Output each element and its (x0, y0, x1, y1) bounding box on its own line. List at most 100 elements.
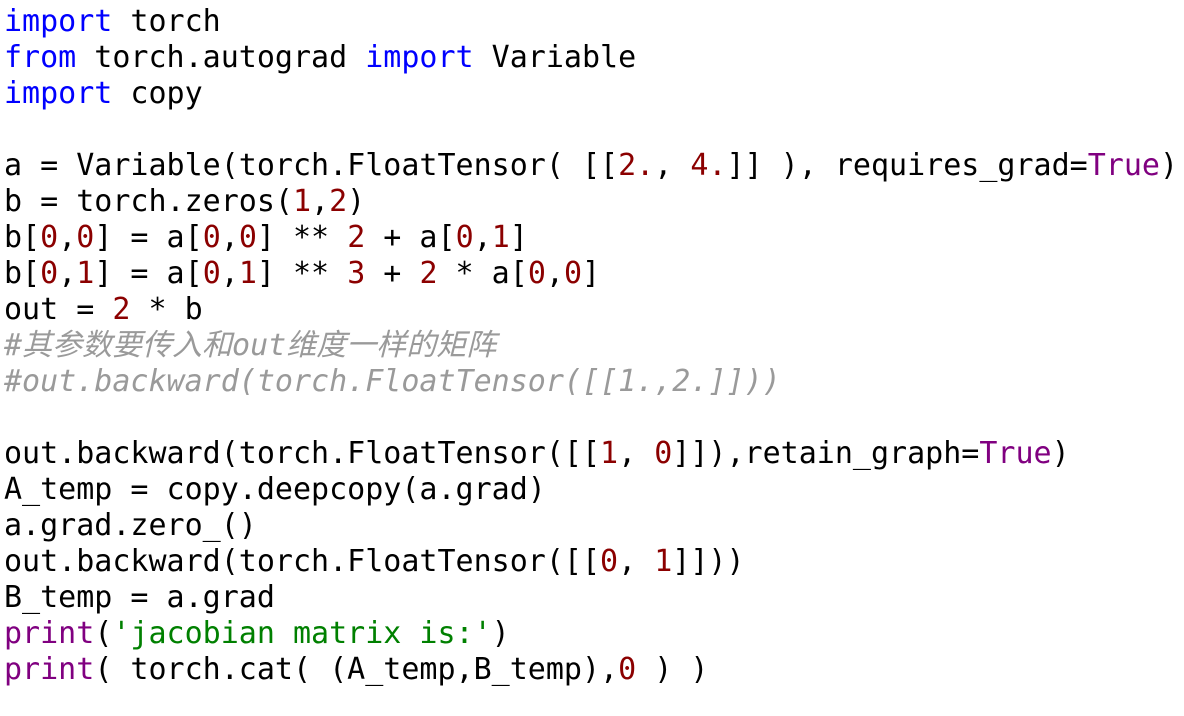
code-token: out.backward(torch.FloatTensor([[ (4, 544, 601, 579)
code-token: , (220, 256, 239, 291)
code-token: torch.autograd (76, 40, 366, 75)
number-token: 0 (455, 220, 474, 255)
code-token: ]])) (672, 544, 745, 579)
code-token: , (311, 184, 330, 219)
code-token: b[ (4, 220, 41, 255)
number-token: 0 (563, 256, 582, 291)
number-token: 2 (112, 292, 131, 327)
code-line[interactable]: a.grad.zero_() (4, 508, 1184, 544)
code-line[interactable]: a = Variable(torch.FloatTensor( [[2., 4.… (4, 148, 1184, 184)
number-token: 0 (600, 544, 619, 579)
code-token: , (545, 256, 564, 291)
code-token: ) (1159, 148, 1179, 183)
number-token: 1 (654, 544, 673, 579)
code-token: * b (130, 292, 203, 327)
number-token: 0 (202, 220, 221, 255)
keyword-token: import (365, 40, 474, 75)
code-line[interactable]: import torch (4, 4, 1184, 40)
code-token: ) (1051, 436, 1070, 471)
builtin-token: True (979, 436, 1052, 471)
code-line[interactable]: from torch.autograd import Variable (4, 40, 1184, 76)
number-token: 0 (238, 220, 257, 255)
code-token: Variable (473, 40, 637, 75)
number-token: 0 (618, 652, 637, 687)
builtin-token: print (4, 616, 95, 651)
number-token: 0 (40, 256, 59, 291)
number-token: 1 (292, 184, 312, 219)
keyword-token: from (4, 40, 77, 75)
number-token: 1 (491, 220, 510, 255)
code-token: , (618, 436, 655, 471)
code-token: out.backward(torch.FloatTensor([[ (4, 436, 601, 471)
number-token: 0 (76, 220, 95, 255)
number-token: 0 (654, 436, 673, 471)
number-token: 2. (618, 148, 655, 183)
number-token: 1 (76, 256, 95, 291)
code-token: , (58, 256, 77, 291)
code-token: ) ) (636, 652, 709, 687)
comment-token: #其参数要传入和out维度一样的矩阵 (4, 328, 497, 363)
code-line[interactable]: #其参数要传入和out维度一样的矩阵 (4, 328, 1184, 364)
builtin-token: print (4, 652, 95, 687)
code-line[interactable]: A_temp = copy.deepcopy(a.grad) (4, 472, 1184, 508)
code-line[interactable]: out = 2 * b (4, 292, 1184, 328)
code-line[interactable]: print('jacobian matrix is:') (4, 616, 1184, 652)
code-token: ]] ), requires_grad= (726, 148, 1088, 183)
code-line[interactable]: b[0,0] = a[0,0] ** 2 + a[0,1] (4, 220, 1184, 256)
code-token: ]]),retain_graph= (672, 436, 980, 471)
code-line[interactable]: print( torch.cat( (A_temp,B_temp),0 ) ) (4, 652, 1184, 688)
code-token: A_temp = copy.deepcopy(a.grad) (4, 472, 546, 507)
code-token: + a[ (365, 220, 456, 255)
builtin-token: True (1087, 148, 1160, 183)
code-token: ( torch.cat( (A_temp,B_temp), (94, 652, 619, 687)
number-token: 1 (600, 436, 619, 471)
code-line[interactable]: b = torch.zeros(1,2) (4, 184, 1184, 220)
code-token: , (473, 220, 492, 255)
code-token: ] ** (256, 256, 348, 291)
code-token: a.grad.zero_() (4, 508, 257, 543)
code-line[interactable]: out.backward(torch.FloatTensor([[1, 0]])… (4, 436, 1184, 472)
number-token: 1 (238, 256, 257, 291)
code-token: ) (347, 184, 366, 219)
blank-line[interactable] (4, 400, 1184, 436)
code-token: b = torch.zeros( (4, 184, 293, 219)
code-token: ] = a[ (94, 256, 203, 291)
code-token: ( (94, 616, 113, 651)
number-token: 0 (202, 256, 221, 291)
comment-token: #out.backward(torch.FloatTensor([[1.,2.]… (4, 364, 781, 399)
code-token: b[ (4, 256, 41, 291)
code-line[interactable]: import copy (4, 76, 1184, 112)
code-token: , (58, 220, 77, 255)
code-token: ] (582, 256, 601, 291)
number-token: 2 (419, 256, 438, 291)
number-token: 4. (690, 148, 727, 183)
code-token: ] (509, 220, 528, 255)
code-token: a = Variable(torch.FloatTensor( [[ (4, 148, 619, 183)
string-token: 'jacobian matrix is:' (112, 616, 492, 651)
code-line[interactable]: b[0,1] = a[0,1] ** 3 + 2 * a[0,0] (4, 256, 1184, 292)
code-token: out = (4, 292, 113, 327)
blank-line[interactable] (4, 112, 1184, 148)
code-token: , (220, 220, 239, 255)
code-token: + (365, 256, 420, 291)
number-token: 2 (329, 184, 348, 219)
code-token: , (618, 544, 655, 579)
number-token: 3 (347, 256, 366, 291)
code-token: torch (112, 4, 221, 39)
code-line[interactable]: out.backward(torch.FloatTensor([[0, 1]])… (4, 544, 1184, 580)
code-token: ] ** (256, 220, 348, 255)
code-token: ] = a[ (94, 220, 203, 255)
number-token: 2 (347, 220, 366, 255)
keyword-token: import (4, 76, 113, 111)
code-token: , (654, 148, 691, 183)
code-token: B_temp = a.grad (4, 580, 275, 615)
code-line[interactable]: B_temp = a.grad (4, 580, 1184, 616)
number-token: 0 (527, 256, 546, 291)
code-line[interactable]: #out.backward(torch.FloatTensor([[1.,2.]… (4, 364, 1184, 400)
code-token: ) (491, 616, 510, 651)
code-token: * a[ (437, 256, 528, 291)
keyword-token: import (4, 4, 113, 39)
code-token: copy (112, 76, 203, 111)
number-token: 0 (40, 220, 59, 255)
